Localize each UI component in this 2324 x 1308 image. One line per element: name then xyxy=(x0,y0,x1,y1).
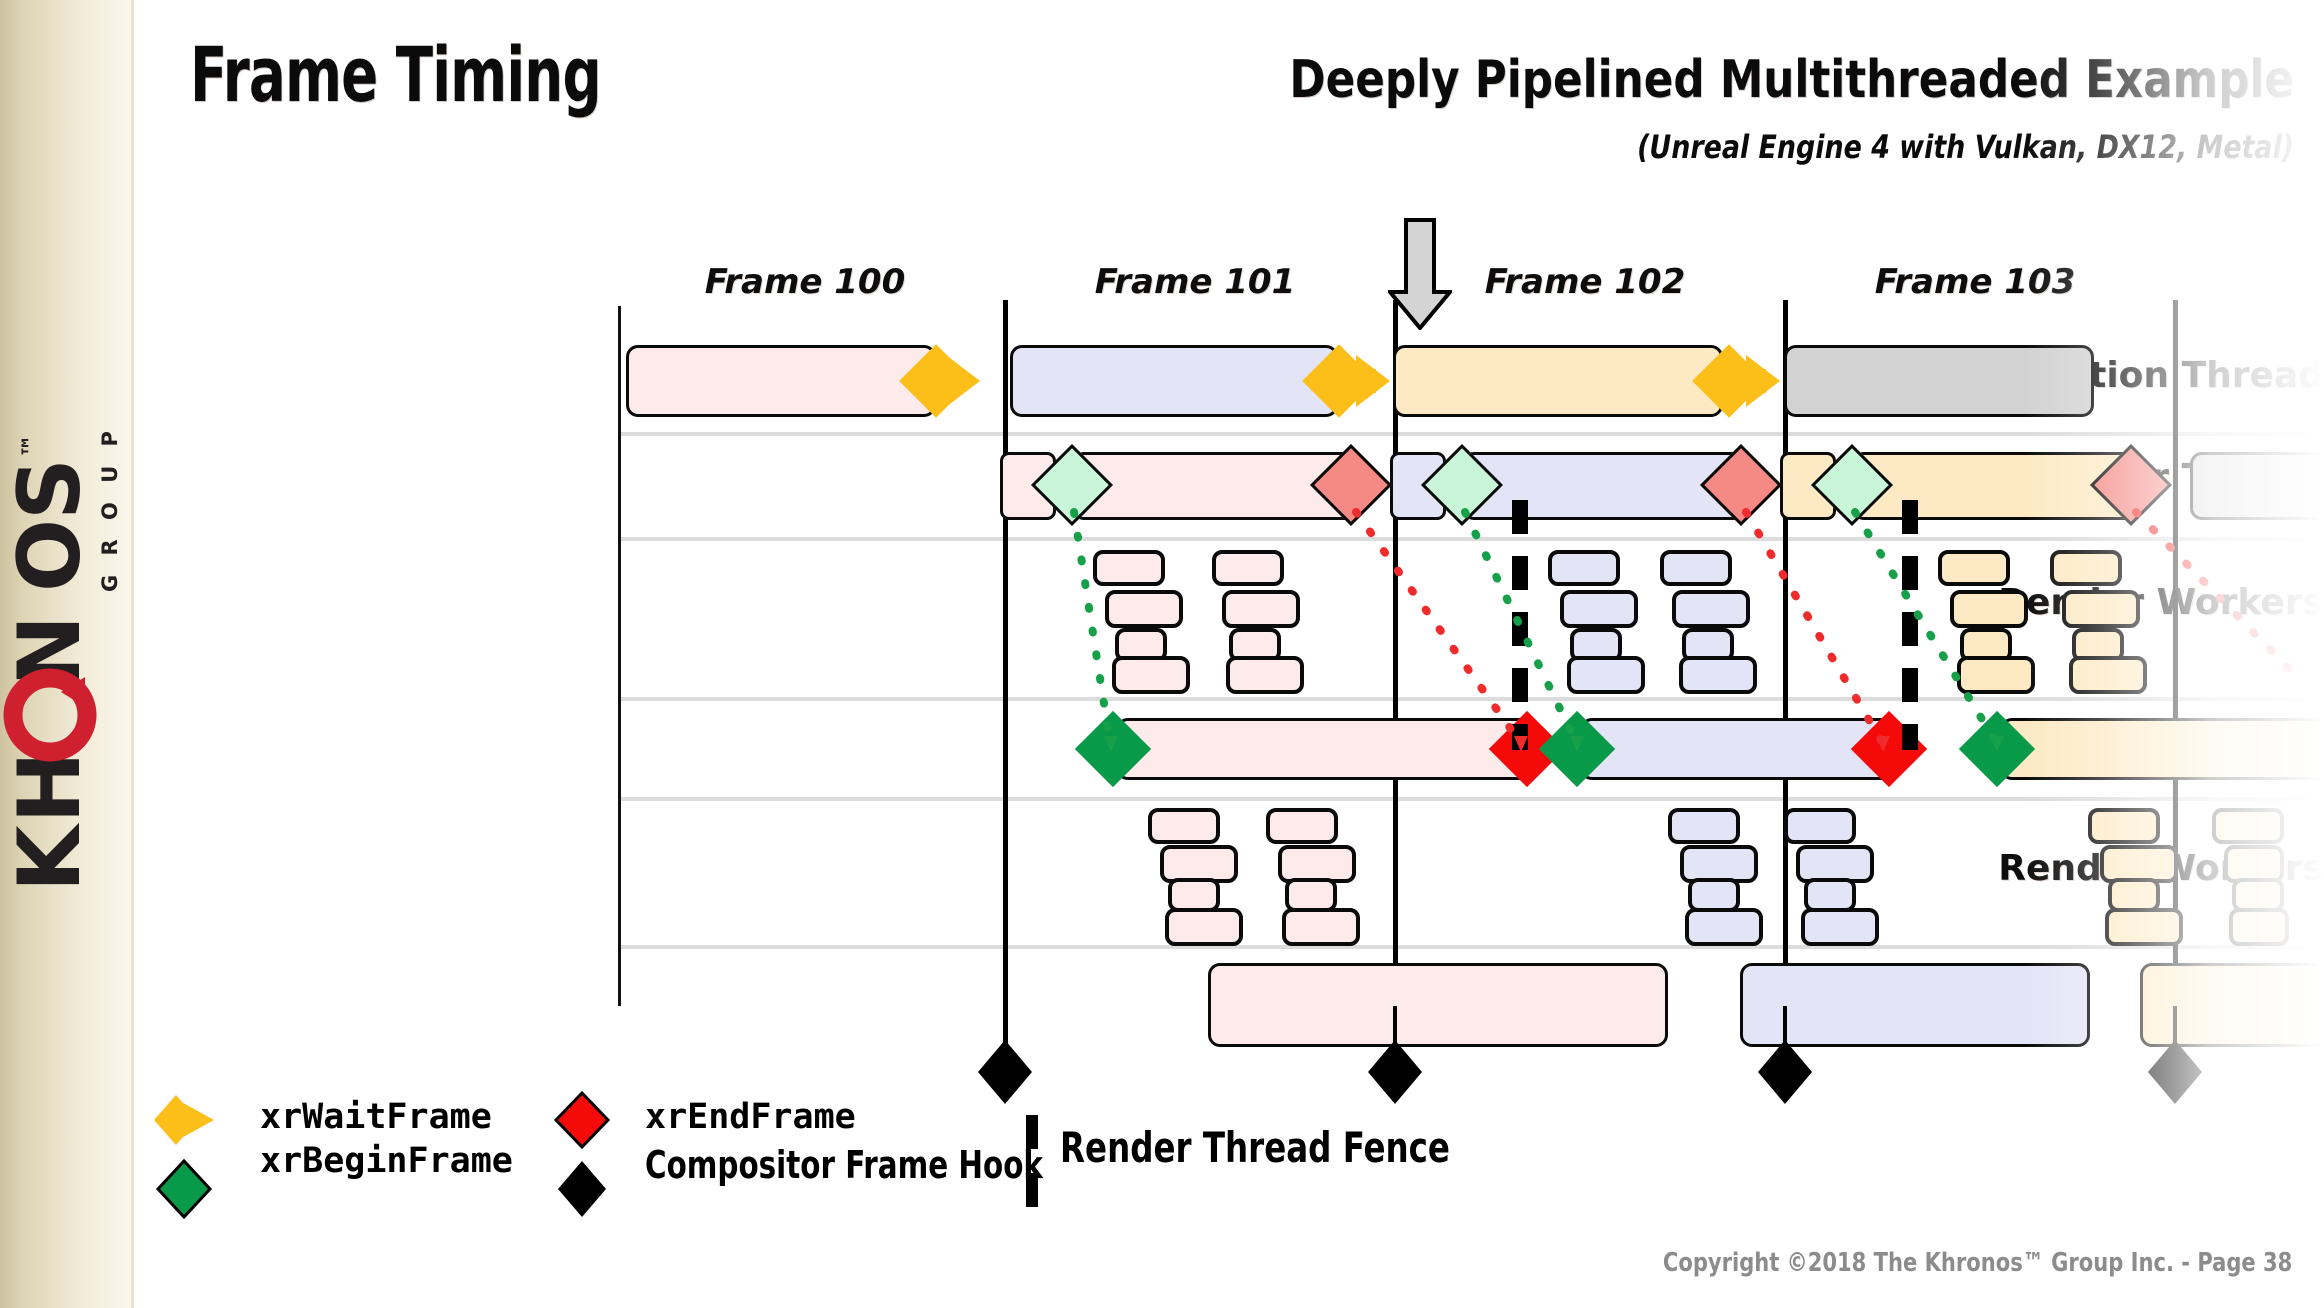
gpu-bar-frame102 xyxy=(2140,963,2324,1047)
worker-box xyxy=(1688,878,1740,912)
xrwaitframe-arrow-1 xyxy=(946,355,980,407)
lane-divider-2 xyxy=(620,537,2320,541)
worker-box xyxy=(1938,550,2010,586)
worker-box xyxy=(1567,656,1645,694)
rhi-bar-frame102 xyxy=(2000,718,2324,780)
brand-band: KH N O S ™ G R O U P xyxy=(0,0,134,1308)
frame-boundary-102 xyxy=(1393,300,1398,1068)
worker-box xyxy=(1226,656,1304,694)
worker-box xyxy=(1148,808,1220,844)
lane-divider-3 xyxy=(620,697,2320,701)
worker-box xyxy=(2050,550,2122,586)
frame-label-102: Frame 102 xyxy=(1484,262,1686,302)
current-frame-pointer-icon xyxy=(1388,218,1452,330)
yellow-arrow-diamond-icon xyxy=(154,1095,214,1145)
render-thread-fence-2 xyxy=(1902,500,1918,750)
worker-box xyxy=(1804,878,1856,912)
worker-box xyxy=(1957,656,2035,694)
khronos-logo: KH N O S ™ G R O U P xyxy=(3,425,122,892)
render-bar-frame103 xyxy=(2190,452,2324,520)
xrwaitframe-arrow-3 xyxy=(1746,355,1780,407)
worker-box xyxy=(1685,908,1763,946)
frame-boundary-104 xyxy=(2173,300,2178,1068)
worker-box xyxy=(1112,656,1190,694)
worker-box xyxy=(2062,590,2140,628)
worker-box xyxy=(2088,808,2160,844)
svg-text:™: ™ xyxy=(17,434,45,458)
legend-label-xrwaitframe: xrWaitFrame xyxy=(260,1097,492,1137)
worker-box xyxy=(1168,878,1220,912)
frame-boundary-103 xyxy=(1783,300,1788,1068)
sim-bar-frame102 xyxy=(1393,345,1723,417)
legend-label-xrendframe: xrEndFrame xyxy=(645,1097,856,1137)
worker-box xyxy=(1093,550,1165,586)
worker-box xyxy=(1105,590,1183,628)
frame-boundary-101 xyxy=(1003,300,1008,1068)
worker-box xyxy=(2232,878,2284,912)
worker-box xyxy=(1672,590,1750,628)
svg-text:O: O xyxy=(3,519,100,592)
svg-text:KH: KH xyxy=(3,749,100,892)
axis-line-start xyxy=(618,306,621,1006)
svg-text:G R O U P: G R O U P xyxy=(98,425,122,592)
render-thread-fence-1 xyxy=(1512,500,1528,750)
worker-box xyxy=(2108,878,2160,912)
legend-label-compositor-frame-hook: Compositor Frame Hook xyxy=(645,1143,1043,1187)
gpu-bar-frame100 xyxy=(1208,963,1668,1047)
worker-box xyxy=(2212,808,2284,844)
worker-box xyxy=(1784,808,1856,844)
worker-box xyxy=(1548,550,1620,586)
frame-label-101: Frame 101 xyxy=(1094,262,1296,302)
legend-label-render-thread-fence: Render Thread Fence xyxy=(1060,1123,1450,1172)
worker-box xyxy=(2105,908,2183,946)
worker-box xyxy=(2229,908,2289,946)
lane-divider-5 xyxy=(620,945,2320,949)
worker-box xyxy=(1160,845,1238,883)
worker-box xyxy=(1165,908,1243,946)
worker-box xyxy=(1282,908,1360,946)
lane-divider-1 xyxy=(620,432,2320,436)
svg-text:S: S xyxy=(3,458,100,520)
worker-box xyxy=(1212,550,1284,586)
copyright-notice: Copyright ©2018 The Khronos™ Group Inc. … xyxy=(1662,1248,2292,1278)
sim-bar-frame103 xyxy=(1784,345,2094,417)
black-diamond-icon xyxy=(558,1161,606,1217)
dashed-fence-icon xyxy=(1026,1115,1038,1223)
page-title: Frame Timing xyxy=(190,30,602,119)
frame-label-100: Frame 100 xyxy=(704,262,906,302)
worker-box xyxy=(1660,550,1732,586)
worker-box xyxy=(1222,590,1300,628)
lane-divider-4 xyxy=(620,797,2320,801)
worker-box xyxy=(1668,808,1740,844)
worker-box xyxy=(1801,908,1879,946)
frame-label-103: Frame 103 xyxy=(1874,262,2076,302)
worker-box xyxy=(1950,590,2028,628)
worker-box xyxy=(2069,656,2147,694)
brand-band-edge xyxy=(131,0,134,1308)
sim-bar-frame101 xyxy=(1010,345,1338,417)
sim-bar-frame100 xyxy=(626,345,936,417)
worker-box xyxy=(1679,656,1757,694)
red-diamond-icon xyxy=(553,1090,611,1150)
xrwaitframe-arrow-2 xyxy=(1356,355,1390,407)
worker-box xyxy=(1560,590,1638,628)
green-diamond-icon xyxy=(155,1158,213,1220)
legend: xrWaitFrame xrEndFrame xrBeginFrame Comp… xyxy=(150,1085,1750,1245)
legend-label-xrbeginframe: xrBeginFrame xyxy=(260,1141,513,1181)
worker-box xyxy=(1266,808,1338,844)
worker-box xyxy=(1285,878,1337,912)
gpu-bar-frame101 xyxy=(1740,963,2090,1047)
rhi-bar-frame100 xyxy=(1116,718,1536,780)
